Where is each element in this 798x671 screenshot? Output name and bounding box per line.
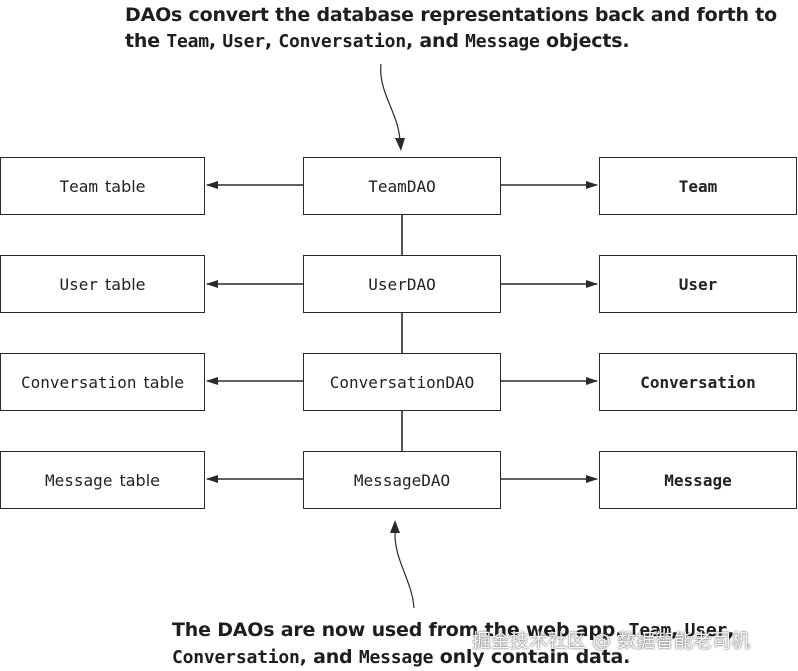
user-object-label: User (678, 274, 718, 294)
bottom-caption-message-code: Message (358, 647, 434, 668)
top-caption-sep: , and (405, 30, 466, 52)
bottom-caption-line1: The DAOs are now used from the web app. … (172, 617, 734, 644)
top-caption-conversation-code: Conversation (278, 31, 406, 52)
bottom-caption: The DAOs are now used from the web app. … (172, 617, 734, 671)
message-table-box: Message table (0, 451, 205, 509)
table-suffix: table (105, 176, 146, 196)
team-table-name: Team (59, 176, 98, 196)
top-caption: DAOs convert the database representation… (125, 2, 777, 55)
top-caption-team-code: Team (166, 31, 209, 52)
top-caption-user-code: User (222, 31, 265, 52)
bottom-caption-sep: , and (299, 646, 359, 668)
top-caption-text: the (125, 30, 167, 52)
table-suffix: table (105, 274, 146, 294)
bottom-caption-user-code: User (684, 620, 728, 641)
user-table-name: User (59, 274, 98, 294)
conversation-dao-label: ConversationDAO (329, 372, 475, 392)
bottom-caption-conversation-code: Conversation (172, 647, 300, 668)
conversation-table-box: Conversation table (0, 353, 205, 411)
top-caption-sep: , (264, 30, 279, 52)
bottom-caption-sep: , (727, 619, 735, 641)
bottom-callout-arrowhead (390, 520, 400, 533)
user-table-box: User table (0, 255, 205, 313)
team-object-box: Team (599, 157, 797, 215)
table-suffix: table (119, 470, 160, 490)
top-caption-sep: , (208, 30, 223, 52)
table-suffix: table (143, 372, 185, 392)
team-table-box: Team table (0, 157, 205, 215)
conversation-object-label: Conversation (640, 372, 756, 392)
message-object-box: Message (599, 451, 797, 509)
bottom-caption-line2: Conversation, and Message only contain d… (172, 644, 734, 671)
message-object-label: Message (664, 470, 732, 490)
top-caption-line2: the Team, User, Conversation, and Messag… (125, 28, 777, 55)
conversation-table-name: Conversation (20, 372, 137, 392)
user-object-box: User (599, 255, 797, 313)
watermark: 掘金技术社区 @ 数据智能老司机 (472, 630, 751, 652)
bottom-caption-sep: , (671, 619, 685, 641)
team-dao-box: TeamDAO (303, 157, 501, 215)
message-dao-box: MessageDAO (303, 451, 501, 509)
user-dao-label: UserDAO (368, 274, 436, 294)
bottom-caption-team-code: Team (628, 620, 672, 641)
user-dao-box: UserDAO (303, 255, 501, 313)
conversation-object-box: Conversation (599, 353, 797, 411)
top-callout-arrowhead (395, 138, 405, 151)
bottom-caption-text: only contain data. (433, 646, 631, 668)
message-table-name: Message (45, 470, 113, 490)
message-dao-label: MessageDAO (353, 470, 451, 490)
conversation-dao-box: ConversationDAO (303, 353, 501, 411)
bottom-caption-text: The DAOs are now used from the web app. (172, 619, 629, 641)
team-object-label: Team (678, 176, 718, 196)
top-caption-line1: DAOs convert the database representation… (125, 4, 777, 26)
bottom-callout-curve (394, 531, 415, 609)
team-dao-label: TeamDAO (368, 176, 436, 196)
top-caption-text: objects. (539, 30, 630, 52)
top-callout-curve (380, 63, 401, 141)
top-caption-message-code: Message (465, 31, 540, 52)
